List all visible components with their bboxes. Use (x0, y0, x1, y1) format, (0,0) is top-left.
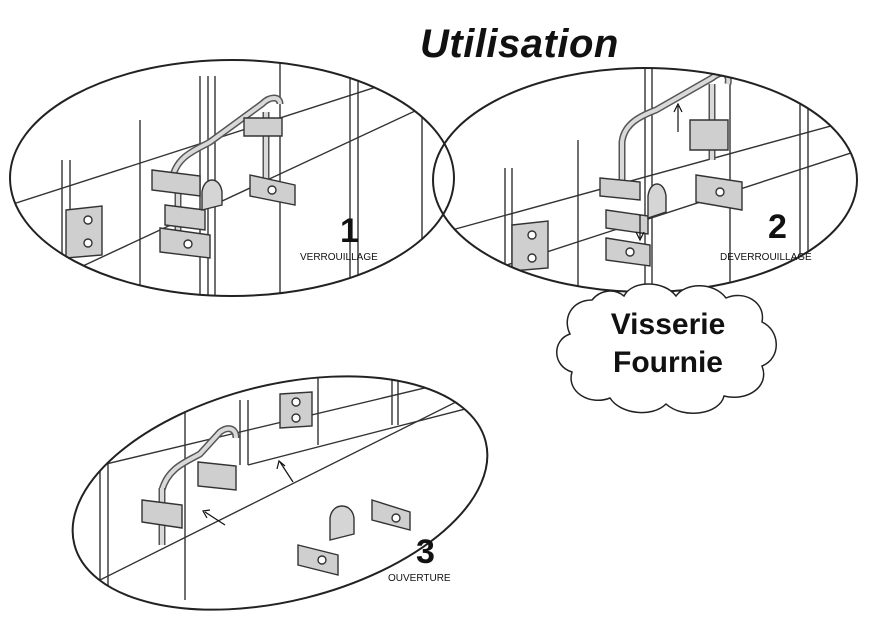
step-1-label: VERROUILLAGE (300, 252, 378, 263)
step-1-number: 1 (340, 212, 359, 250)
cloud-text: Visserie Fournie (588, 306, 748, 382)
panel-1-verrouillage (9, 59, 455, 297)
step-3-label: OUVERTURE (388, 573, 451, 584)
panel-2-deverrouillage (432, 67, 858, 293)
cloud-line-2: Fournie (613, 346, 723, 379)
step-2-label: DEVERROUILLAGE (720, 252, 812, 263)
cloud-line-1: Visserie (610, 308, 726, 341)
cloud-shape (556, 283, 777, 414)
step-2-number: 2 (768, 208, 787, 246)
page-title: Utilisation (420, 22, 619, 66)
step-3-number: 3 (416, 533, 435, 571)
